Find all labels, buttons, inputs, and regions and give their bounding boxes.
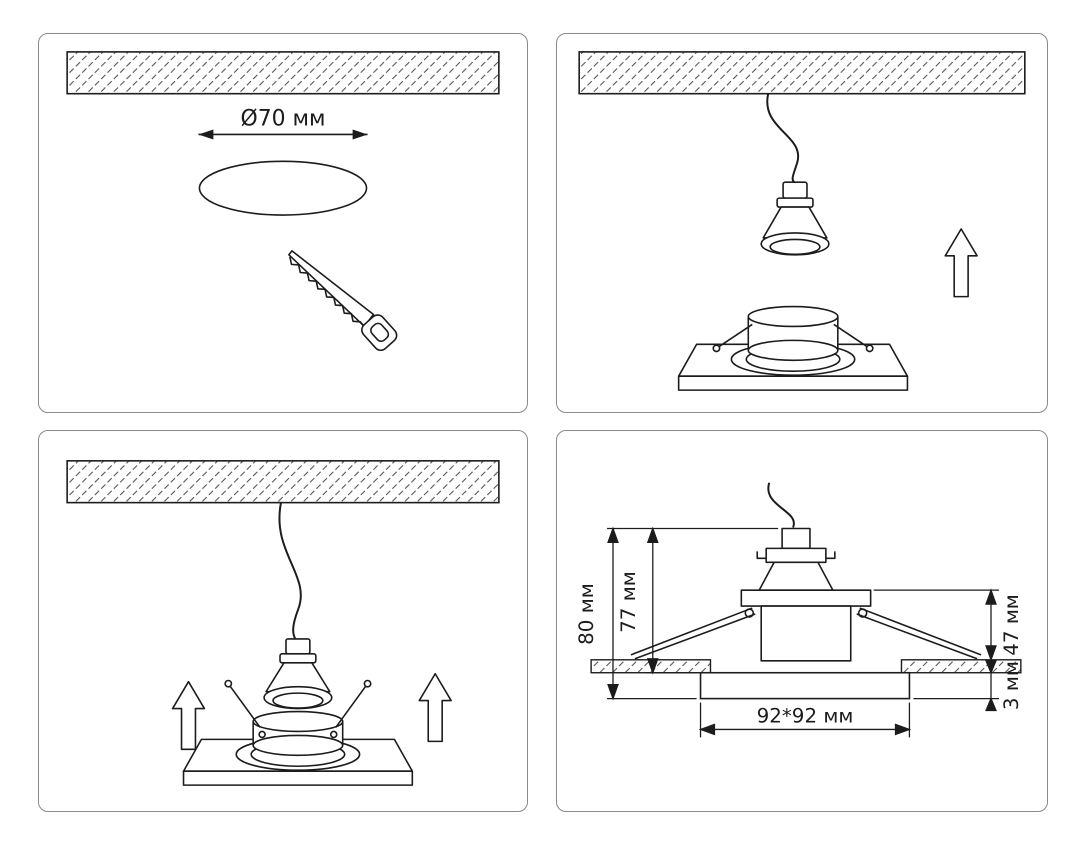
height-above-label: 77 мм bbox=[617, 571, 640, 633]
cutout-size-label: 92*92 мм bbox=[757, 704, 854, 727]
lamp-body bbox=[758, 561, 834, 591]
dimension-height-total: 80 мм bbox=[575, 526, 779, 701]
up-arrow-right-icon bbox=[418, 672, 452, 743]
clip-tip-right bbox=[363, 679, 372, 688]
step-1-drawing: Ø70 мм bbox=[66, 51, 500, 352]
ceiling-section bbox=[66, 460, 500, 504]
hole-diameter-dimension: Ø70 мм bbox=[198, 107, 368, 140]
collar-bottom bbox=[252, 734, 344, 757]
lamp-holder-plate bbox=[765, 547, 827, 564]
spring-clip-left bbox=[716, 323, 753, 349]
dimensions: 80 мм 77 мм 47 мм bbox=[575, 526, 1023, 738]
ceiling-section bbox=[578, 51, 1026, 95]
spring-clip-right bbox=[335, 683, 369, 728]
up-arrow-left-icon bbox=[171, 680, 206, 751]
lamp-bulb bbox=[263, 638, 333, 710]
lamp-bulb bbox=[760, 181, 830, 256]
cut-hole bbox=[198, 160, 368, 216]
arrowhead-right bbox=[352, 129, 368, 140]
step-3-panel bbox=[38, 430, 528, 812]
trim-front-face bbox=[182, 770, 414, 786]
dimension-cutout-size: 92*92 мм bbox=[698, 702, 912, 738]
hole-diameter-label: Ø70 мм bbox=[240, 107, 325, 132]
supply-wire bbox=[278, 502, 302, 641]
collar-top bbox=[252, 710, 344, 733]
supply-wire bbox=[766, 93, 800, 183]
arrowhead-left bbox=[198, 129, 214, 140]
step-2-drawing bbox=[578, 51, 1026, 391]
clip-tip-left bbox=[224, 679, 233, 688]
spring-arm-right bbox=[859, 607, 982, 656]
up-arrow-icon bbox=[944, 228, 978, 298]
saw-icon bbox=[288, 250, 398, 352]
step-1-panel: Ø70 мм bbox=[38, 33, 528, 413]
fixture-cross-section bbox=[630, 527, 982, 662]
housing bbox=[760, 605, 852, 662]
clip-pivot-left bbox=[712, 344, 721, 353]
trim-front-face bbox=[677, 375, 909, 391]
lamp-socket bbox=[781, 527, 811, 550]
step-2-panel bbox=[556, 33, 1048, 413]
trim-flange bbox=[699, 671, 911, 700]
gimbal-ring bbox=[740, 589, 872, 607]
ceiling-section bbox=[66, 51, 500, 95]
height-total-label: 80 мм bbox=[575, 583, 598, 645]
step-4-drawing: 80 мм 77 мм 47 мм bbox=[575, 482, 1023, 738]
clip-pivot-right bbox=[865, 344, 874, 353]
holder-tab-right bbox=[825, 551, 836, 560]
clip-pivot-left bbox=[258, 730, 266, 739]
trim-thickness-label: 3 мм bbox=[1000, 661, 1023, 710]
step-4-panel: 80 мм 77 мм 47 мм bbox=[556, 430, 1048, 812]
supply-wire bbox=[767, 482, 795, 528]
collar-top bbox=[747, 305, 839, 328]
holder-tab-left bbox=[756, 551, 767, 560]
spring-arm-left bbox=[630, 607, 753, 656]
step-3-drawing bbox=[66, 460, 500, 786]
fixture-body bbox=[677, 305, 909, 391]
dimension-height-above-ceiling: 77 мм bbox=[617, 526, 697, 675]
dimension-recess-depth: 47 мм bbox=[873, 588, 1023, 662]
spring-clip-left bbox=[227, 683, 261, 728]
dimension-trim-thickness: 3 мм bbox=[913, 660, 1023, 712]
collar-bottom bbox=[747, 339, 839, 362]
spring-clip-right bbox=[833, 323, 871, 349]
fixture-body bbox=[182, 679, 414, 786]
clip-pivot-right bbox=[329, 730, 338, 739]
recess-depth-label: 47 мм bbox=[1000, 594, 1023, 656]
